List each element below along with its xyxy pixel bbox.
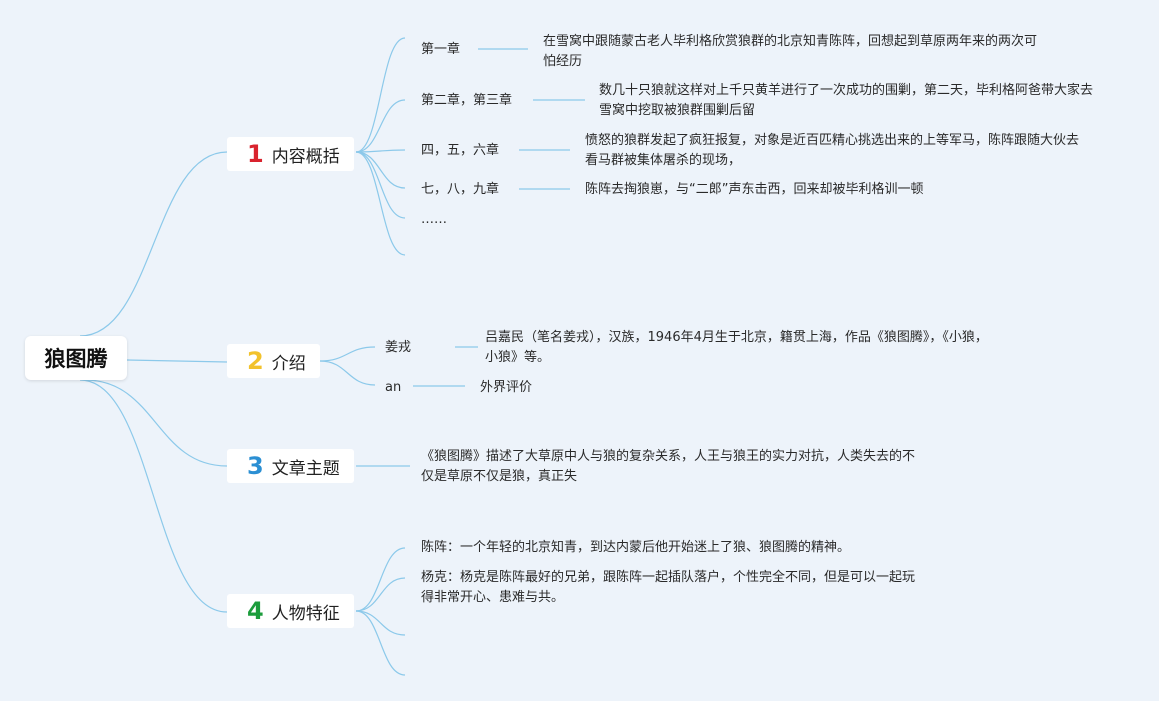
connector-branch-item — [355, 151, 406, 256]
chapter-key: 第二章，第三章 — [421, 93, 513, 108]
branch-label: 人物特征 — [271, 603, 340, 624]
connector-branch-item — [355, 37, 406, 153]
connector-root-branch — [79, 379, 228, 613]
character-text: 陈阵：一个年轻的北京知青，到达内蒙后他开始迷上了狼、狼图腾的精神。 — [421, 540, 851, 555]
character-text: 杨克：杨克是陈阵最好的兄弟，跟陈阵一起插队落户，个性完全不同，但是可以一起玩得非… — [421, 570, 916, 605]
connector-branch-item — [319, 360, 376, 386]
branch-label: 介绍 — [271, 353, 306, 374]
branch-introduction[interactable]: 2 介绍 — [227, 344, 320, 378]
chapter-key: 四，五，六章 — [421, 143, 500, 158]
number-2-icon: 2 — [247, 347, 264, 375]
review-key: an — [385, 380, 402, 395]
author-text: 吕嘉民（笔名姜戎），汉族，1946年4月生于北京，籍贯上海，作品《狼图腾》，《小… — [485, 330, 988, 365]
author-key: 姜戎 — [385, 340, 412, 355]
number-3-icon: 3 — [247, 452, 264, 480]
connector-branch-item — [355, 577, 406, 612]
branch-label: 文章主题 — [271, 458, 340, 479]
branch-content-summary[interactable]: 1 内容概括 — [227, 137, 354, 171]
chapter-text: 数几十只狼就这样对上千只黄羊进行了一次成功的围剿，第二天，毕利格阿爸带大家去雪窝… — [599, 83, 1094, 118]
root-title: 狼图腾 — [44, 347, 108, 371]
connector-branch-item — [355, 151, 406, 189]
connector-branch-item — [355, 610, 406, 636]
branch-characters[interactable]: 4 人物特征 — [227, 594, 354, 628]
connector-branch-item — [319, 346, 376, 362]
number-1-icon: 1 — [247, 140, 264, 168]
root-node[interactable]: 狼图腾 — [25, 336, 127, 380]
connector-root-branch — [79, 151, 228, 337]
connector-branch-item — [355, 610, 406, 676]
connector-root-branch — [126, 359, 228, 363]
chapter-text: 在雪窝中跟随蒙古老人毕利格欣赏狼群的北京知青陈阵，回想起到草原两年来的两次可怕经… — [543, 34, 1038, 69]
chapter-key: 七，八，九章 — [421, 182, 500, 197]
connector-branch-item — [355, 149, 406, 153]
chapter-key: 第一章 — [421, 42, 461, 57]
connector-branch-item — [355, 99, 406, 153]
review-text: 外界评价 — [480, 380, 533, 395]
connector-root-branch — [84, 379, 228, 467]
chapter-text: 陈阵去掏狼崽，与“二郎”声东击西，回来却被毕利格训一顿 — [585, 182, 924, 197]
branch-theme[interactable]: 3 文章主题 — [227, 449, 354, 483]
chapter-key: …… — [421, 212, 447, 227]
number-4-icon: 4 — [247, 597, 264, 625]
chapter-text: 愤怒的狼群发起了疯狂报复，对象是近百匹精心挑选出来的上等军马，陈阵跟随大伙去看马… — [585, 133, 1080, 168]
theme-text: 《狼图腾》描述了大草原中人与狼的复杂关系，人王与狼王的实力对抗，人类失去的不仅是… — [421, 449, 916, 484]
branch-label: 内容概括 — [271, 146, 340, 167]
connector-branch-item — [355, 547, 406, 612]
connector-branch-item — [355, 151, 406, 219]
